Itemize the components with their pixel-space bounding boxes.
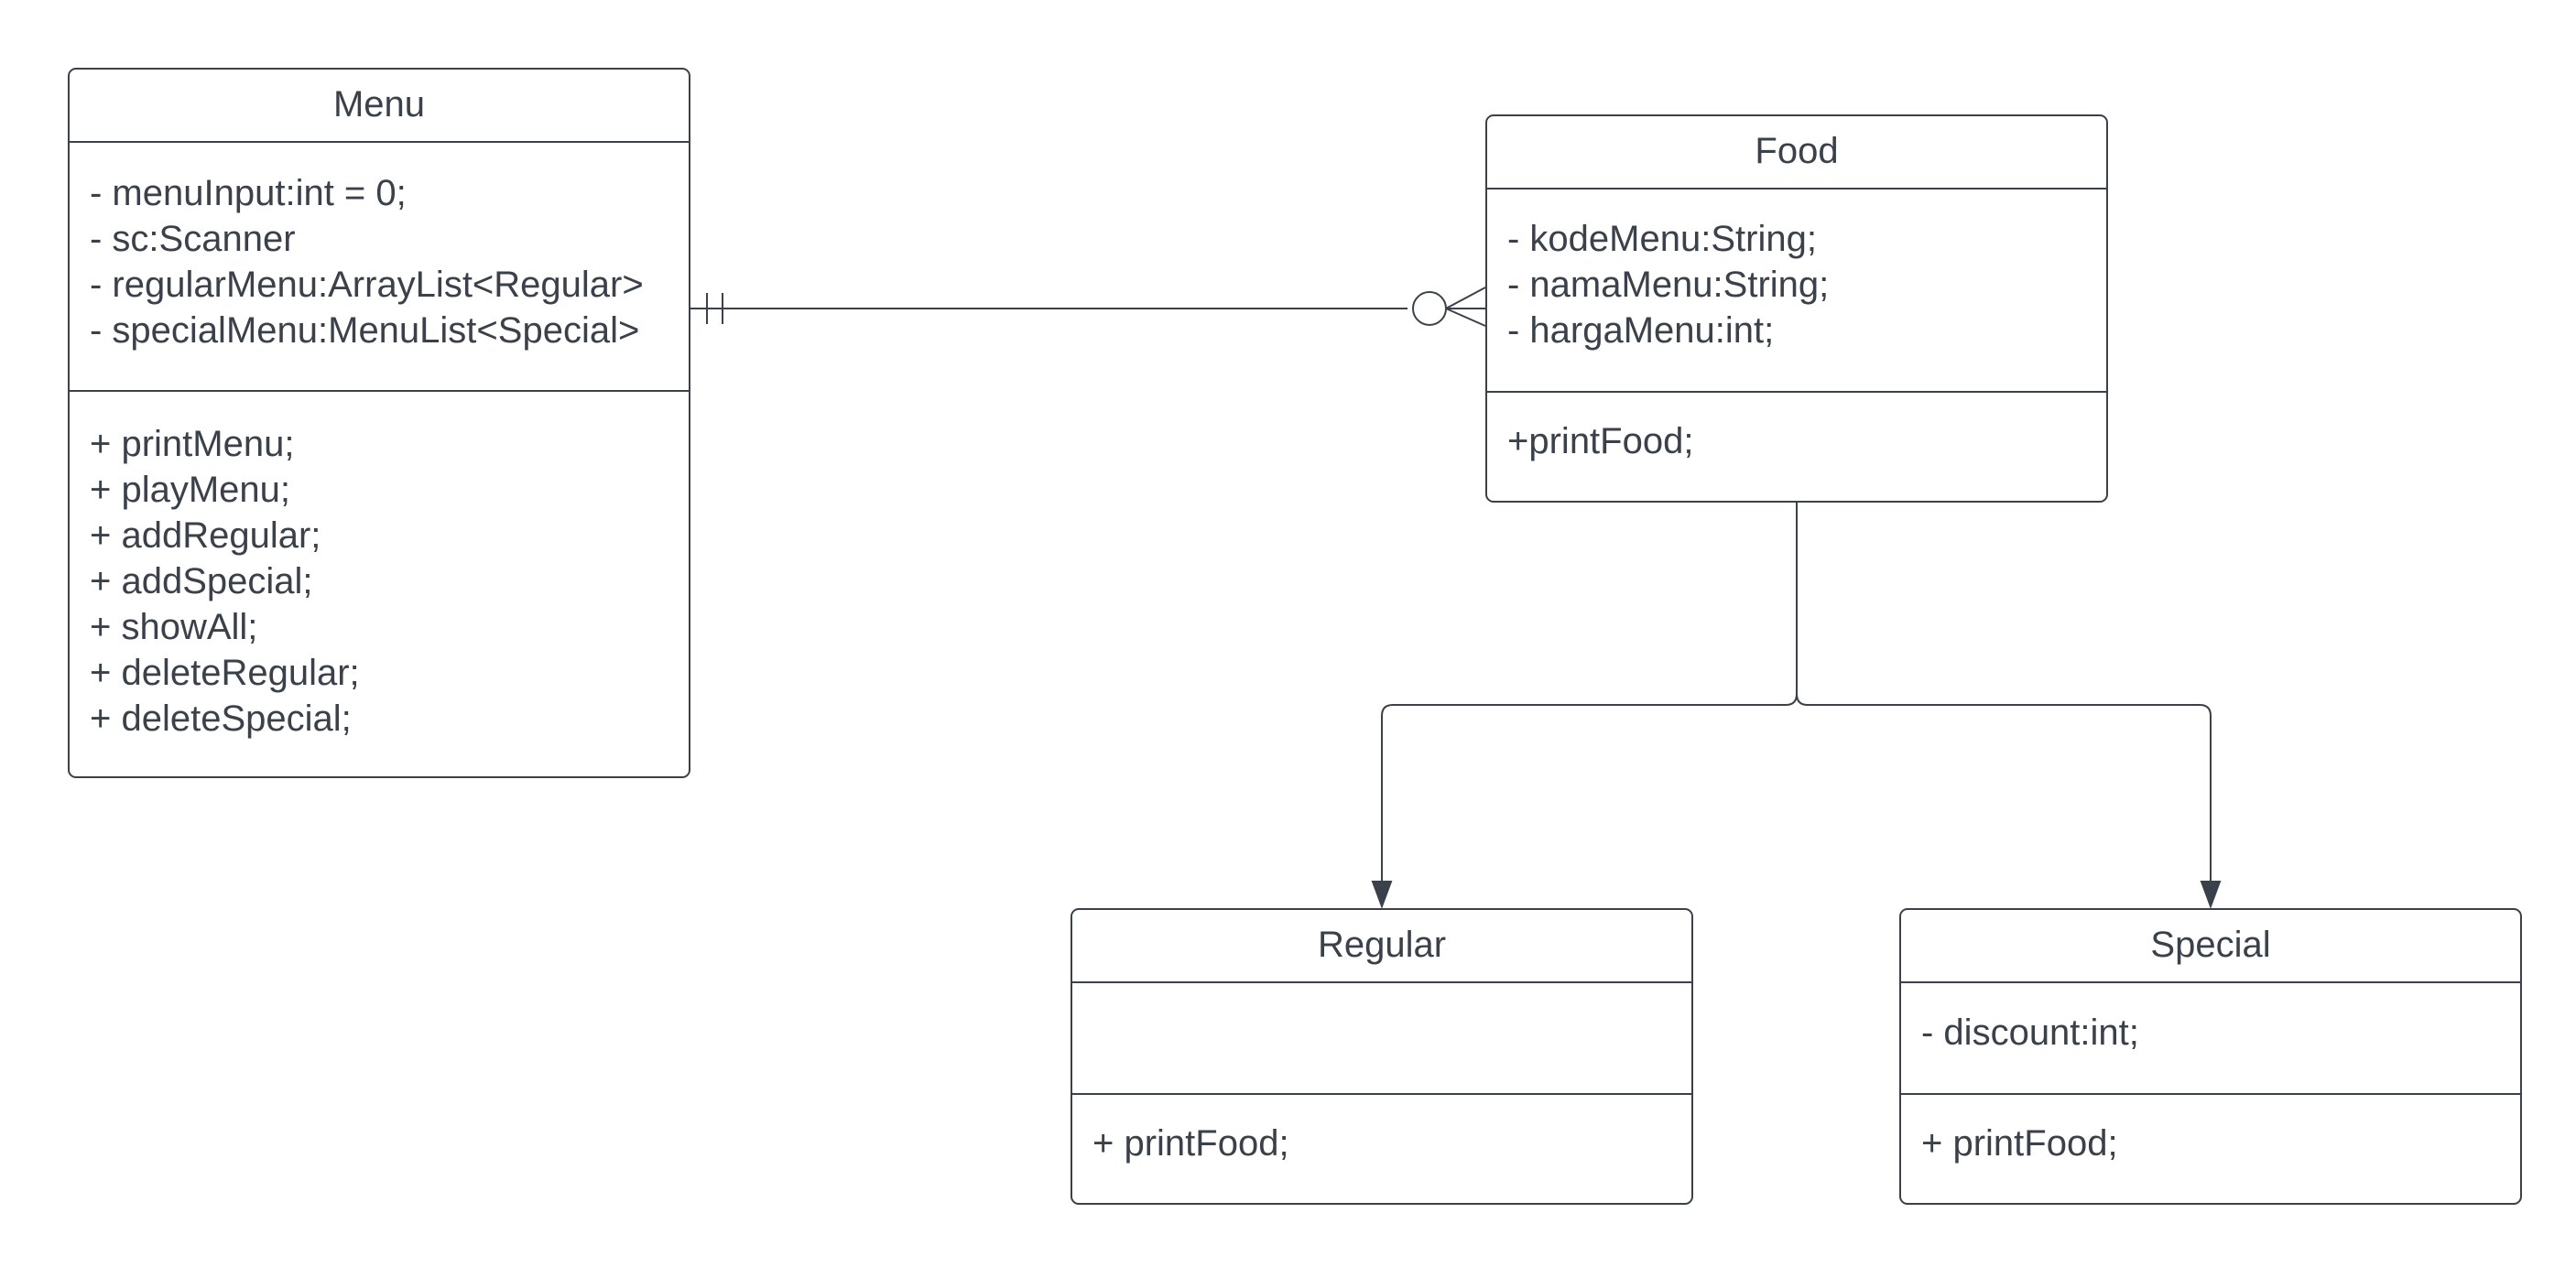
operation: + printMenu; (90, 424, 295, 464)
operations-section: + printMenu; + playMenu; + addRegular; +… (70, 392, 689, 742)
operation: + deleteSpecial; (90, 698, 352, 739)
operation: + addSpecial; (90, 561, 313, 601)
attribute: - kodeMenu:String; (1507, 219, 1817, 259)
operation: + addRegular; (90, 515, 321, 556)
attributes-section: - menuInput:int = 0; - sc:Scanner - regu… (70, 143, 689, 392)
operation: + showAll; (90, 607, 258, 647)
arrowhead-special (2200, 881, 2222, 909)
class-name: Special (1901, 910, 2520, 983)
operations-section: + printFood; (1901, 1095, 2520, 1166)
attribute: - regularMenu:ArrayList<Regular> (90, 265, 644, 305)
class-name: Regular (1072, 910, 1691, 983)
class-regular[interactable]: Regular + printFood; (1071, 908, 1693, 1205)
attribute: - namaMenu:String; (1507, 265, 1830, 305)
crow-foot-upper (1445, 287, 1486, 309)
operations-section: +printFood; (1487, 393, 2106, 464)
attribute: - menuInput:int = 0; (90, 173, 407, 213)
operations-section: + printFood; (1072, 1095, 1691, 1166)
operation: +printFood; (1507, 421, 1694, 461)
class-special[interactable]: Special - discount:int; + printFood; (1899, 908, 2522, 1205)
inheritance-trunk[interactable] (1381, 503, 1798, 883)
attribute: - sc:Scanner (90, 219, 296, 259)
class-menu[interactable]: Menu - menuInput:int = 0; - sc:Scanner -… (68, 68, 690, 778)
class-name: Menu (70, 70, 689, 143)
zero-marker-circle (1412, 291, 1447, 326)
arrowhead-regular (1371, 881, 1393, 909)
operation: + printFood; (1921, 1123, 2118, 1164)
attribute: - discount:int; (1921, 1013, 2139, 1053)
operation: + playMenu; (90, 470, 291, 510)
inheritance-branch-special[interactable] (1796, 693, 2212, 883)
attribute: - specialMenu:MenuList<Special> (90, 310, 640, 351)
class-food[interactable]: Food - kodeMenu:String; - namaMenu:Strin… (1485, 114, 2108, 503)
attributes-section (1072, 983, 1691, 1095)
operation: + printFood; (1092, 1123, 1289, 1164)
attribute: - hargaMenu:int; (1507, 310, 1775, 351)
attributes-section: - kodeMenu:String; - namaMenu:String; - … (1487, 190, 2106, 393)
class-name: Food (1487, 116, 2106, 190)
operation: + deleteRegular; (90, 653, 360, 693)
crow-foot-lower (1445, 308, 1486, 327)
attributes-section: - discount:int; (1901, 983, 2520, 1095)
